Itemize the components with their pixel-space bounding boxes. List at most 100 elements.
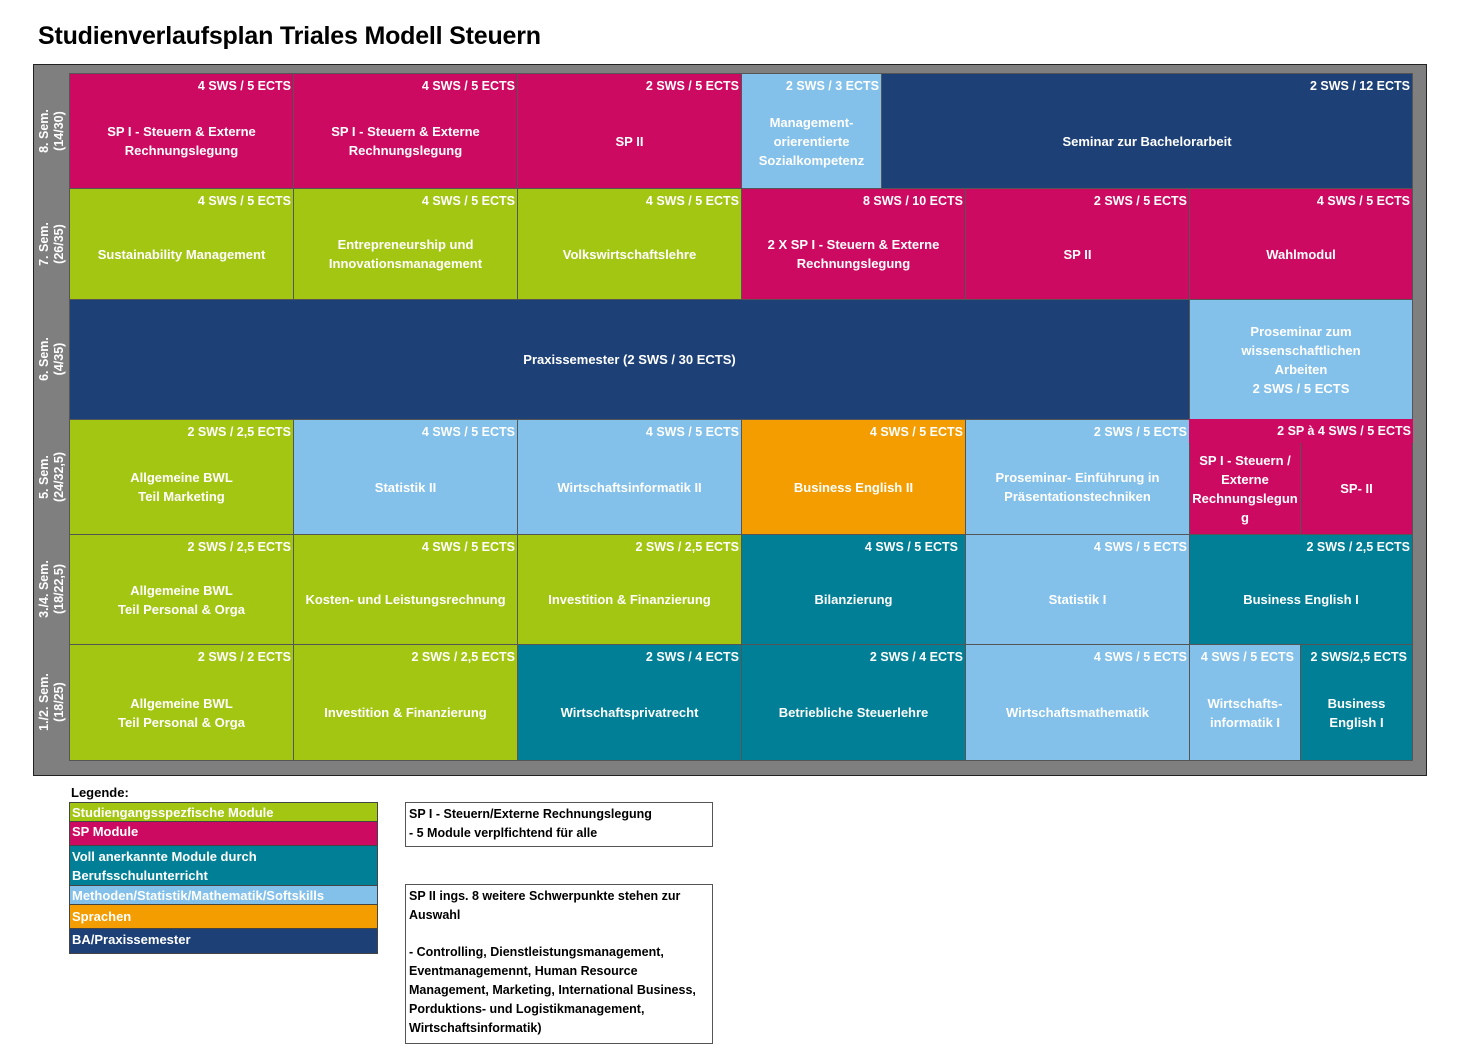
semester-name: 5. Sem. <box>37 454 51 499</box>
module-cell: 2 SWS / 2,5 ECTS Allgemeine BWL Teil Per… <box>69 534 294 645</box>
module-credits: 4 SWS / 5 ECTS <box>869 425 963 439</box>
module-cell: 4 SWS / 5 ECTS Volkswirtschaftslehre <box>517 188 742 300</box>
module-name: Volkswirtschaftslehre <box>562 246 697 262</box>
legend-item-methoden: Methoden/Statistik/Mathematik/Softskills <box>69 885 378 905</box>
module-credits: 4 SWS / 5 ECTS <box>421 540 515 554</box>
module-credits: 2 SP à 4 SWS / 5 ECTS <box>1277 424 1411 438</box>
module-name: Investition & Finanzierung <box>324 705 487 720</box>
module-cell: 2 SWS / 4 ECTS Wirtschaftsprivatrecht <box>517 644 742 761</box>
module-name: Allgemeine BWL Teil Marketing <box>130 470 233 504</box>
module-cell: 2 SWS / 2,5 ECTS Business English I <box>1189 534 1413 645</box>
module-name: Allgemeine BWL Teil Personal & Orga <box>118 582 245 617</box>
module-name: Wirtschaftsmathematik <box>1006 705 1149 720</box>
module-credits: 2 SWS / 2,5 ECTS <box>411 650 515 664</box>
semester-name: 6. Sem. <box>37 337 51 381</box>
module-credits: 4 SWS / 5 ECTS <box>864 540 958 554</box>
module-name: SP II <box>615 133 644 149</box>
module-credits: 2 SWS / 4 ECTS <box>869 650 963 664</box>
module-cell: 4 SWS / 5 ECTS SP I - Steuern & Externe … <box>69 73 294 189</box>
module-name: SP I - Steuern & Externe Rechnungslegung <box>107 124 256 158</box>
module-cell: 4 SWS / 5 ECTS Statistik I <box>965 534 1190 645</box>
legend-item-berufsschule: Voll anerkannte Module durch Berufsschul… <box>69 845 378 886</box>
module-cell: 2 SWS / 2,5 ECTS Investition & Finanzier… <box>517 534 742 645</box>
note-sp-ii: SP II ings. 8 weitere Schwerpunkte stehe… <box>405 884 713 1044</box>
module-name: Management- orierentierte Sozialkompeten… <box>758 114 865 168</box>
semester-ects: (4/35) <box>52 342 66 376</box>
module-cell: 2 SWS / 5 ECTS Proseminar- Einführung in… <box>965 419 1190 535</box>
module-cell: 4 SWS / 5 ECTS Kosten- und Leistungsrech… <box>293 534 518 645</box>
module-name: Business English II <box>793 479 914 495</box>
semester-name: 3./4. Sem. <box>37 560 51 618</box>
module-cell: 2 SWS / 4 ECTS Betriebliche Steuerlehre <box>741 644 966 761</box>
semester-name: 1./2. Sem. <box>37 673 51 731</box>
module-credits: 4 SWS / 5 ECTS <box>197 79 291 93</box>
semester-label-5: 5. Sem.(24/32,5) <box>35 419 69 534</box>
module-name: Wirtschafts- informatik I <box>1207 695 1283 730</box>
module-name: Allgemeine BWL Teil Personal & Orga <box>118 695 245 730</box>
module-name: SP II <box>1063 246 1092 262</box>
module-cell: 4 SWS / 5 ECTS Wirtschaftsmathematik <box>965 644 1190 761</box>
module-credits: 4 SWS / 5 ECTS <box>1316 194 1410 208</box>
module-credits: 2 SWS / 2,5 ECTS <box>635 540 739 554</box>
module-credits: 4 SWS / 5 ECTS <box>645 425 739 439</box>
module-name: Bilanzierung <box>814 592 893 607</box>
legend-title: Legende: <box>71 785 129 800</box>
module-credits: 2 SWS / 5 ECTS <box>1093 425 1187 439</box>
module-name: Kosten- und Leistungsrechnung <box>305 592 506 607</box>
semester-ects: (26/35) <box>52 223 66 264</box>
module-cell: Proseminar zum wissenschaftlichen Arbeit… <box>1189 299 1413 420</box>
semester-label-1-2: 1./2. Sem.(18/25) <box>35 644 69 760</box>
semester-ects: (24/32,5) <box>52 451 66 502</box>
module-cell: 2 SWS / 5 ECTS SP II <box>517 73 742 189</box>
module-credits: 2 SWS / 3 ECTS <box>785 79 879 93</box>
module-credits: 2 SWS / 2 ECTS <box>197 650 291 664</box>
module-credits: 4 SWS / 5 ECTS <box>197 194 291 208</box>
module-cell: 2 SWS / 5 ECTS SP II <box>965 188 1190 300</box>
module-name: Investition & Finanzierung <box>548 592 711 607</box>
module-credits: 8 SWS / 10 ECTS <box>862 194 963 208</box>
module-name: Wirtschaftsinformatik II <box>557 479 702 495</box>
module-cell: 4 SWS / 5 ECTS Entrepreneurship und Inno… <box>293 188 518 300</box>
module-cell: 2 SWS / 2,5 ECTS Allgemeine BWL Teil Mar… <box>69 419 294 535</box>
semester-ects: (18/22,5) <box>52 563 66 615</box>
semester-label-7: 7. Sem.(26/35) <box>35 188 69 299</box>
module-name: Sustainability Management <box>97 246 266 262</box>
module-credits: 2 SWS/2,5 ECTS <box>1310 650 1407 664</box>
module-credits: 2 SWS / 2,5 ECTS <box>187 540 291 554</box>
note-sp-i: SP I - Steuern/Externe Rechnungslegung -… <box>405 802 713 847</box>
module-name: Wirtschaftsprivatrecht <box>560 705 699 720</box>
module-credits: 4 SWS / 5 ECTS <box>421 79 515 93</box>
module-cell: 4 SWS / 5 ECTS Bilanzierung <box>741 534 966 645</box>
module-credits: 4 SWS / 5 ECTS <box>421 425 515 439</box>
legend-item-sprachen: Sprachen <box>69 904 378 929</box>
semester-label-3-4: 3./4. Sem.(18/22,5) <box>35 534 69 644</box>
module-name: Proseminar- Einführung in Präsentationst… <box>995 470 1160 504</box>
module-credits: 2 SWS / 4 ECTS <box>645 650 739 664</box>
module-name: SP I - Steuern / Externe Rechnungslegun … <box>1192 452 1298 525</box>
module-credits: 4 SWS / 5 ECTS <box>421 194 515 208</box>
legend-item-sp-module: SP Module <box>69 821 378 846</box>
module-cell: 4 SWS / 5 ECTS SP I - Steuern & Externe … <box>293 73 518 189</box>
module-name: Wahlmodul <box>1266 246 1336 262</box>
module-cell: Praxissemester (2 SWS / 30 ECTS) <box>69 299 1190 420</box>
module-name: Proseminar zum wissenschaftlichen Arbeit… <box>1241 323 1361 396</box>
module-cell: 2 SWS / 12 ECTS Seminar zur Bachelorarbe… <box>881 73 1413 189</box>
module-credits: 4 SWS / 5 ECTS <box>645 194 739 208</box>
module-name: Business English I <box>1327 695 1386 730</box>
module-cell: 4 SWS / 5 ECTS Wahlmodul <box>1189 188 1413 300</box>
module-cell: 8 SWS / 10 ECTS 2 X SP I - Steuern & Ext… <box>741 188 966 300</box>
module-name: Betriebliche Steuerlehre <box>778 705 929 720</box>
module-cell: 2 SWS/2,5 ECTS Business English I <box>1300 644 1413 761</box>
legend-item-studiengangsspezifisch: Studiengangsspezfische Module <box>69 802 378 822</box>
module-credits: 4 SWS / 5 ECTS <box>1200 650 1294 664</box>
semester-name: 7. Sem. <box>37 221 51 266</box>
module-credits: 2 SWS / 2,5 ECTS <box>1306 540 1410 554</box>
module-credits: 4 SWS / 5 ECTS <box>1093 650 1187 664</box>
module-name: Statistik II <box>374 479 437 495</box>
module-credits: 2 SWS / 5 ECTS <box>645 79 739 93</box>
module-credits: 4 SWS / 5 ECTS <box>1093 540 1187 554</box>
semester-ects: (14/30) <box>52 110 66 151</box>
module-cell: SP I - Steuern / Externe Rechnungslegun … <box>1189 443 1301 535</box>
module-cell: SP- II <box>1300 443 1413 535</box>
module-cell: 2 SWS / 2,5 ECTS Investition & Finanzier… <box>293 644 518 761</box>
